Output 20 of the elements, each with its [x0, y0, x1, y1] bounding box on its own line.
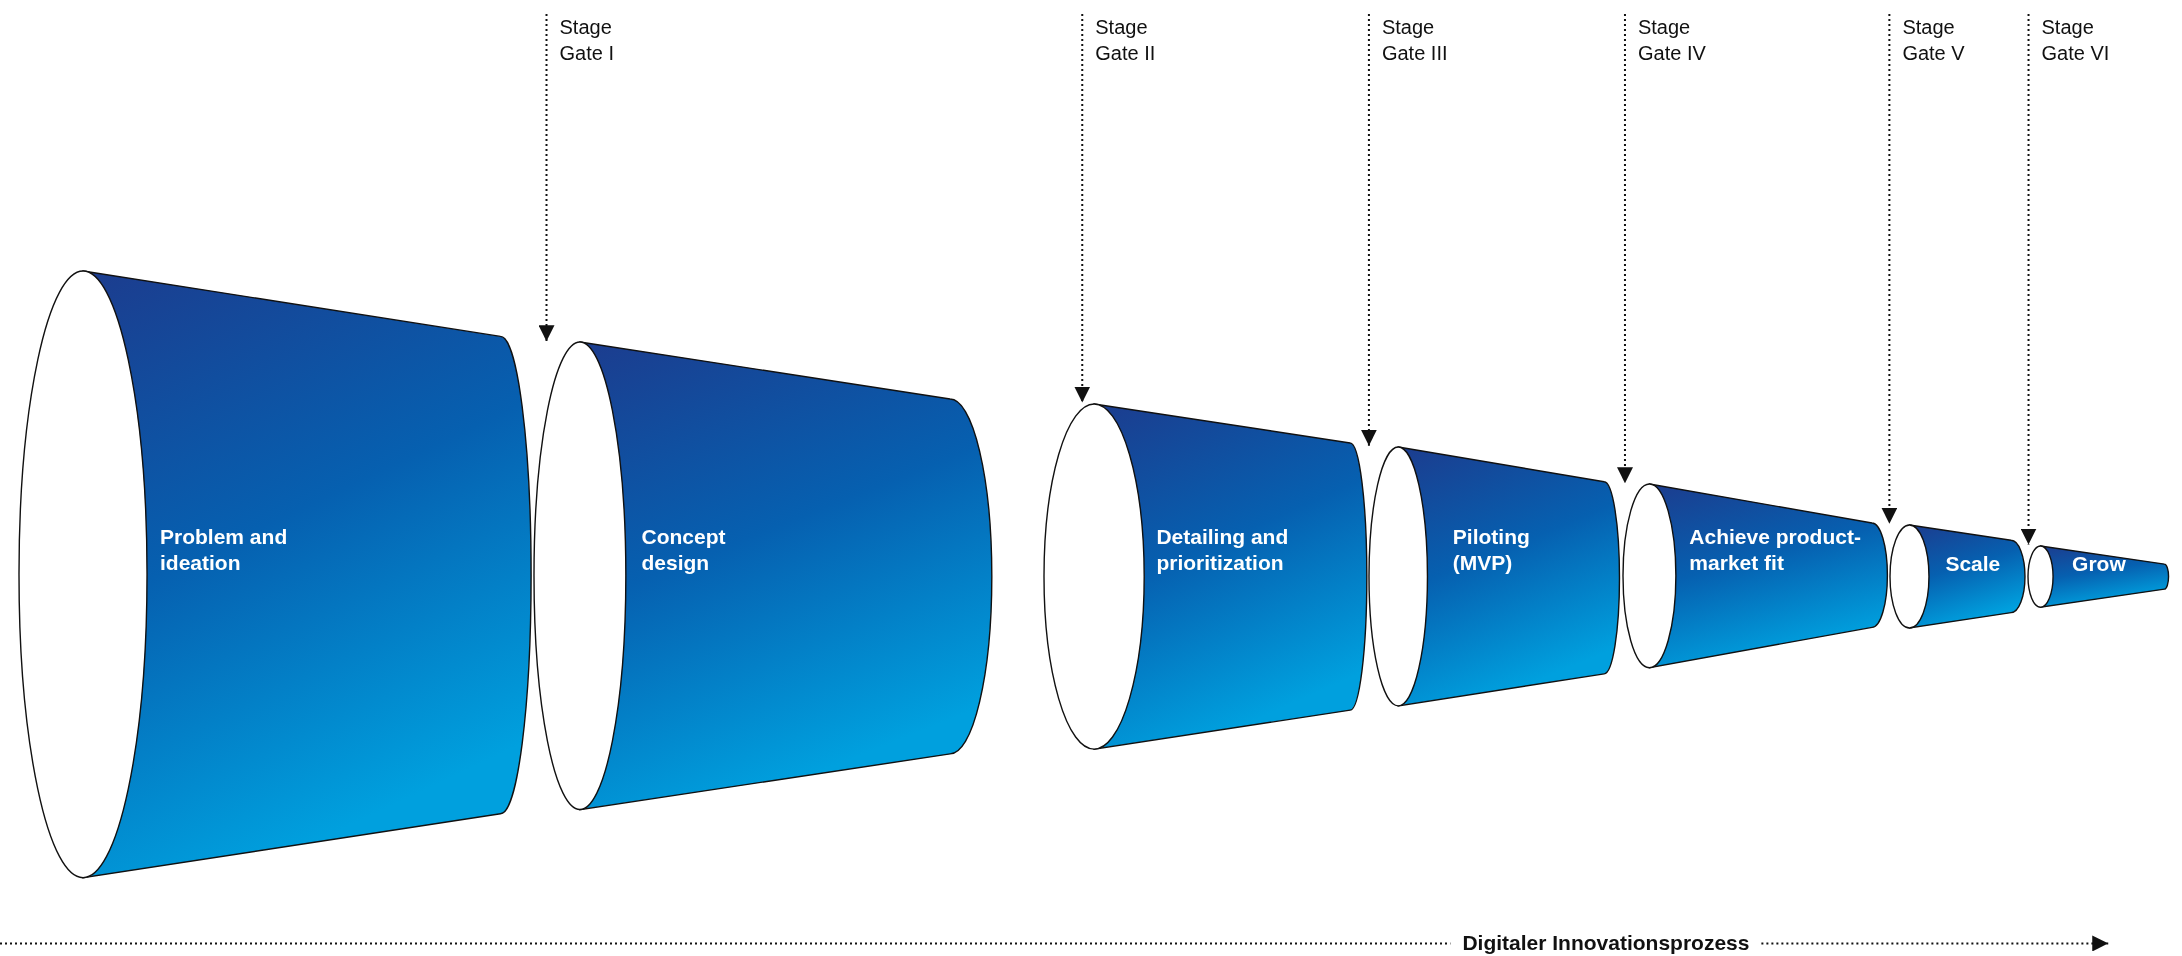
stage-label: Scale — [1945, 550, 2002, 577]
gate-label: Stage Gate IV — [1623, 13, 1738, 66]
gate-label: Stage Gate V — [1888, 13, 2003, 66]
stage-label: Detailing and prioritization — [1156, 523, 1290, 576]
arrow — [1881, 12, 1898, 525]
arrow — [1074, 12, 1091, 404]
gate-label: Stage Gate II — [1081, 13, 1196, 66]
process-label: Digitaler Innovationsprozess — [1462, 931, 1750, 956]
arrow — [1617, 12, 1633, 485]
gate-label: Stage Gate I — [545, 13, 660, 66]
stage-label: Grow — [2072, 550, 2127, 577]
stage-label: Concept design — [641, 523, 727, 576]
stage-label: Problem and ideation — [160, 523, 289, 576]
gate-label: Stage Gate III — [1367, 13, 1482, 66]
stage-label: Achieve product-market fit — [1689, 523, 1862, 576]
stage-label: Piloting (MVP) — [1452, 523, 1531, 576]
arrow — [538, 12, 555, 343]
gate-label: Stage Gate VI — [2027, 13, 2142, 66]
arrow — [2020, 12, 2037, 546]
arrow — [1360, 12, 1377, 447]
